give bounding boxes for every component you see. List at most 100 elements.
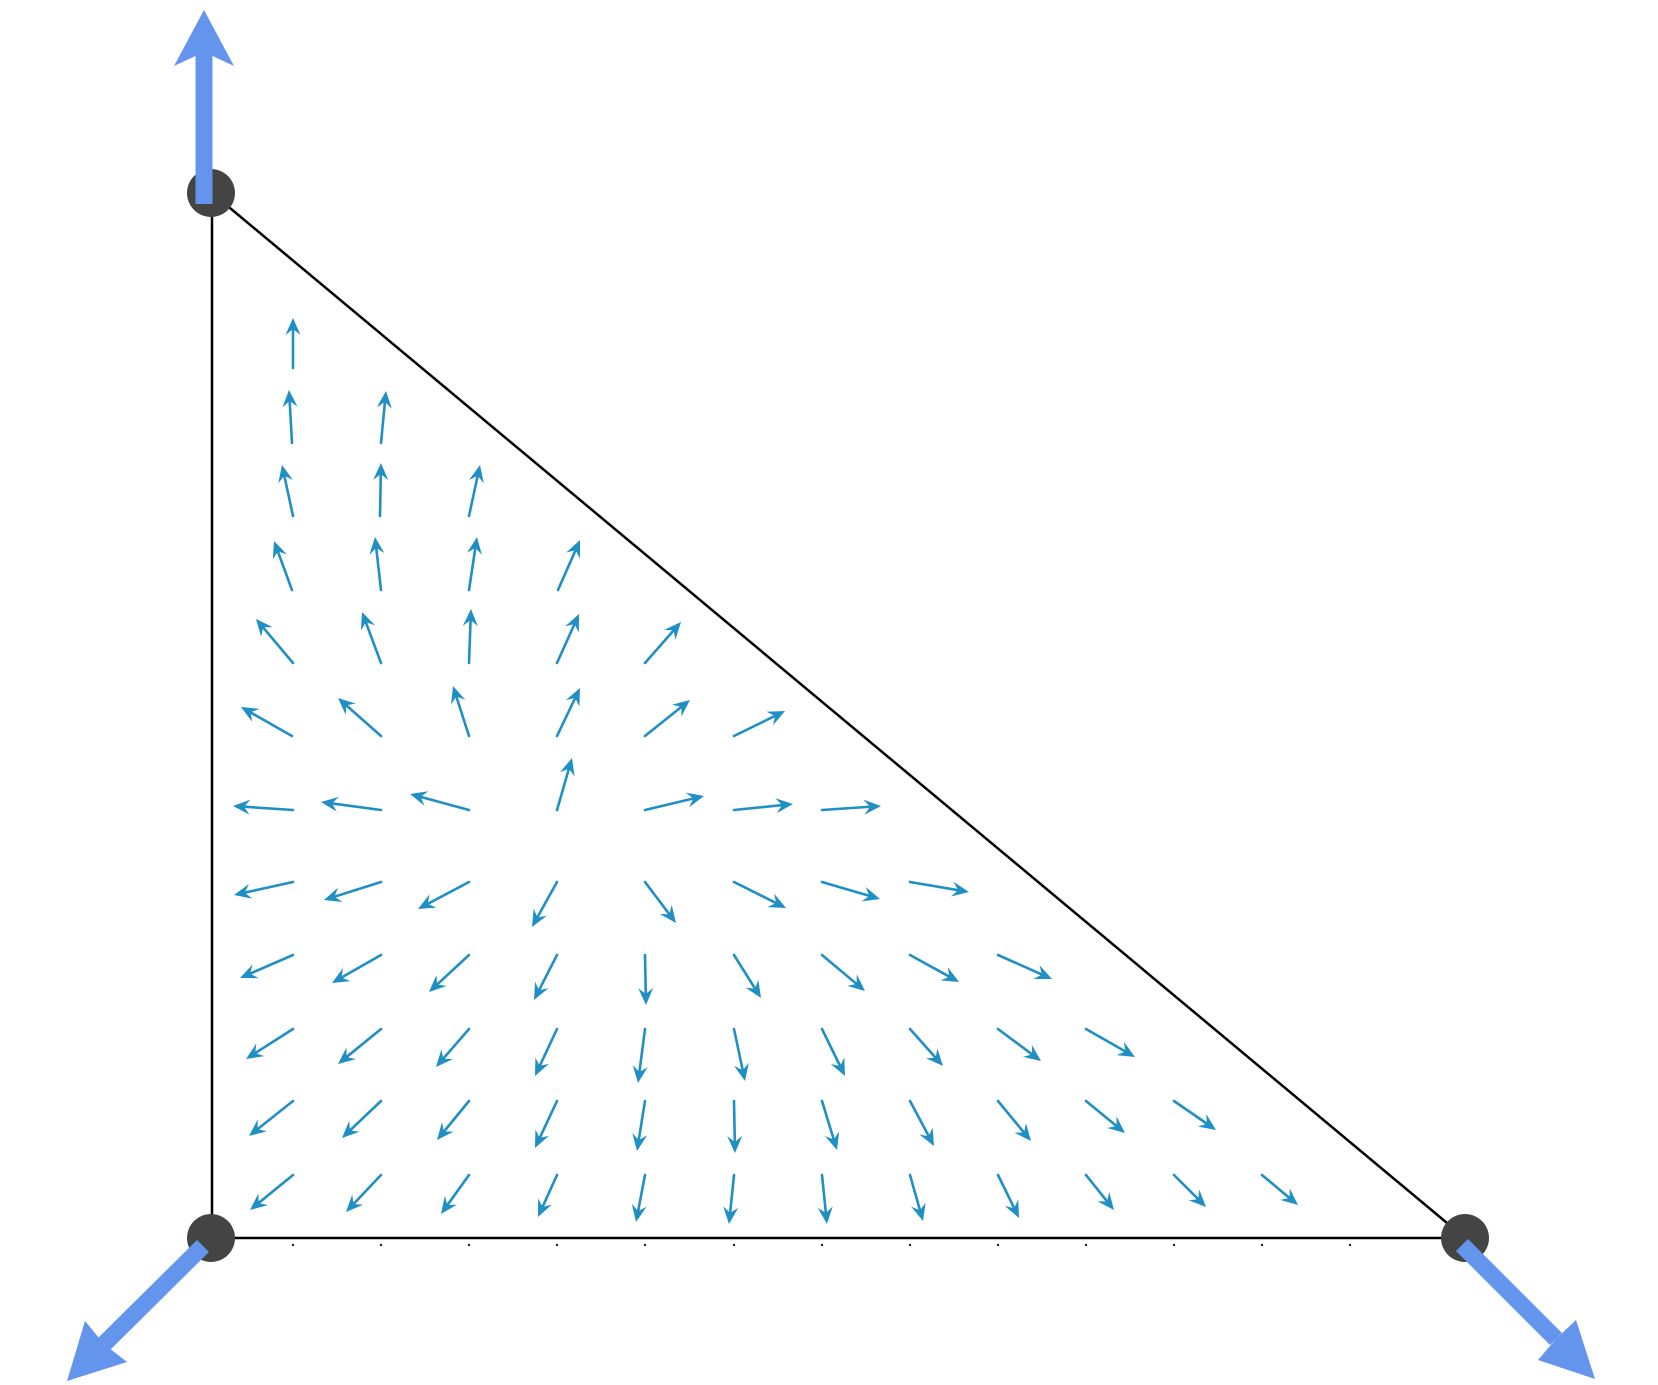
field-arrow bbox=[908, 1027, 943, 1066]
field-arrow bbox=[324, 880, 383, 903]
field-arrow bbox=[429, 953, 471, 992]
bottom-tick bbox=[820, 1243, 824, 1247]
field-arrow bbox=[817, 1173, 833, 1224]
field-arrow bbox=[643, 622, 681, 665]
field-arrow bbox=[285, 318, 301, 370]
field-arrow bbox=[908, 953, 959, 982]
field-arrow bbox=[321, 796, 383, 812]
field-arrow bbox=[233, 799, 295, 815]
field-arrow bbox=[643, 792, 704, 812]
field-arrow bbox=[535, 1027, 559, 1076]
bottom-tick bbox=[1172, 1243, 1176, 1247]
field-arrow bbox=[555, 758, 575, 812]
field-arrow bbox=[346, 1173, 383, 1212]
field-arrow bbox=[282, 390, 298, 445]
field-arrow bbox=[732, 1027, 749, 1081]
field-arrow bbox=[369, 537, 385, 592]
field-arrow bbox=[996, 1027, 1041, 1061]
field-arrow bbox=[820, 1099, 840, 1150]
field-arrow bbox=[241, 707, 294, 738]
field-arrow bbox=[535, 1099, 559, 1148]
field-arrow bbox=[462, 609, 478, 665]
arrow-up-icon bbox=[174, 10, 234, 204]
bottom-tick bbox=[291, 1243, 295, 1247]
bottom-ticks bbox=[291, 1243, 1352, 1247]
field-arrow bbox=[373, 463, 389, 518]
field-arrow bbox=[632, 1027, 648, 1083]
arrow-down-right-icon bbox=[1455, 1238, 1595, 1379]
field-arrow bbox=[376, 391, 392, 445]
field-arrow bbox=[555, 614, 579, 665]
field-arrow bbox=[820, 880, 880, 902]
field-arrows bbox=[233, 318, 1298, 1224]
triangle-edge-hypotenuse bbox=[211, 192, 1466, 1239]
field-arrow bbox=[240, 953, 295, 979]
field-arrow bbox=[996, 1173, 1019, 1218]
bottom-tick bbox=[1260, 1243, 1264, 1247]
field-arrow bbox=[437, 1099, 471, 1140]
field-arrow bbox=[732, 711, 785, 738]
triangle-edges bbox=[210, 192, 1466, 1240]
field-arrow bbox=[908, 1173, 926, 1221]
field-arrow bbox=[732, 880, 786, 908]
field-arrow bbox=[1172, 1173, 1206, 1207]
field-arrow bbox=[338, 1027, 383, 1064]
field-arrow bbox=[451, 686, 471, 738]
field-arrow bbox=[534, 953, 559, 1000]
field-arrow bbox=[820, 1027, 845, 1076]
field-arrow bbox=[908, 1099, 934, 1146]
field-arrow bbox=[732, 953, 761, 998]
field-arrow bbox=[723, 1173, 739, 1224]
field-arrow bbox=[631, 1173, 647, 1222]
field-arrow bbox=[532, 880, 559, 927]
bottom-tick bbox=[908, 1243, 912, 1247]
field-arrow bbox=[418, 880, 471, 909]
field-arrow bbox=[643, 700, 690, 738]
field-arrow bbox=[1260, 1173, 1298, 1205]
field-arrow bbox=[410, 791, 471, 812]
bottom-tick bbox=[643, 1243, 647, 1247]
vertex-arrows bbox=[67, 10, 1595, 1381]
field-arrow bbox=[360, 612, 383, 665]
field-arrow bbox=[441, 1173, 471, 1214]
field-arrow bbox=[338, 698, 383, 738]
field-arrow bbox=[1172, 1099, 1216, 1130]
field-arrow bbox=[996, 953, 1052, 979]
field-arrow bbox=[632, 1099, 648, 1151]
field-arrow bbox=[436, 1027, 471, 1067]
field-arrow bbox=[467, 537, 482, 592]
field-arrow bbox=[538, 1173, 559, 1217]
field-arrow bbox=[250, 1173, 295, 1210]
bottom-tick bbox=[467, 1243, 471, 1247]
bottom-tick bbox=[379, 1243, 383, 1247]
field-arrow bbox=[996, 1099, 1031, 1141]
field-arrow bbox=[342, 1099, 383, 1138]
field-arrow bbox=[732, 798, 793, 814]
field-arrow bbox=[820, 799, 881, 815]
field-arrow bbox=[727, 1099, 743, 1153]
arrow-down-left-icon bbox=[67, 1239, 209, 1381]
field-arrow bbox=[1084, 1099, 1125, 1133]
bottom-tick bbox=[1084, 1243, 1088, 1247]
field-arrow bbox=[234, 880, 295, 899]
bottom-tick bbox=[732, 1243, 736, 1247]
field-arrow bbox=[555, 688, 580, 738]
field-arrow bbox=[908, 880, 969, 897]
field-arrow bbox=[556, 540, 581, 592]
field-arrow bbox=[332, 953, 383, 983]
field-arrow bbox=[638, 953, 654, 1005]
field-arrow bbox=[643, 880, 676, 923]
field-arrow bbox=[272, 541, 294, 592]
field-arrow bbox=[246, 1027, 295, 1059]
bottom-tick bbox=[555, 1243, 559, 1247]
field-arrow bbox=[467, 465, 484, 518]
field-arrow bbox=[820, 953, 865, 991]
field-arrow bbox=[1084, 1027, 1135, 1057]
field-arrow bbox=[1084, 1173, 1114, 1210]
bottom-tick bbox=[996, 1243, 1000, 1247]
bottom-tick bbox=[1348, 1243, 1352, 1247]
field-arrow bbox=[278, 465, 295, 518]
field-arrow bbox=[256, 619, 295, 665]
field-arrow bbox=[249, 1099, 295, 1136]
